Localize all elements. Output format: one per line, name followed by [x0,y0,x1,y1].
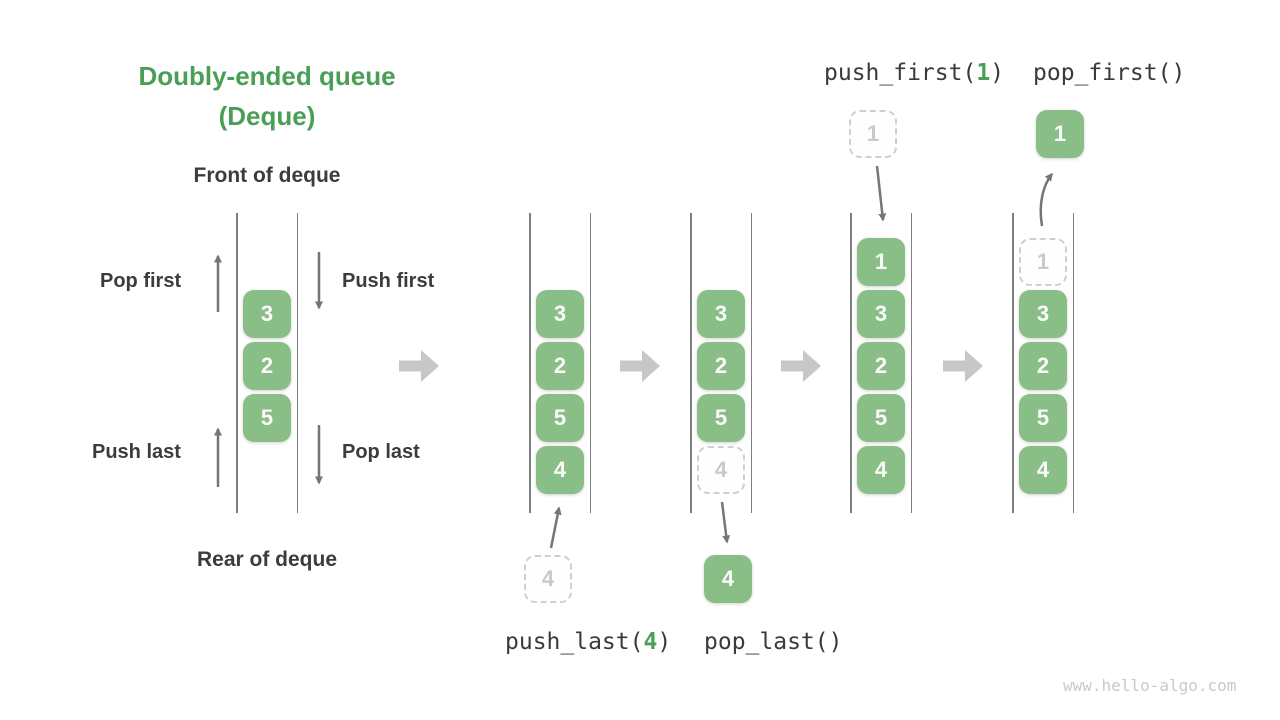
call-arg: 1 [976,60,991,86]
deque-rail [850,213,852,513]
deque-rail [236,213,238,513]
queue-cell: 3 [243,290,291,338]
push-last-item-ghost: 4 [524,555,572,603]
front-of-deque-label: Front of deque [193,164,341,187]
deque-state-pop-last: 3 2 5 4 [690,213,752,513]
call-arg: 4 [643,629,658,655]
flow-arrow-icon-2 [620,350,660,382]
queue-cell: 5 [857,394,905,442]
push-first-call-label: push_first(1) [824,60,1004,86]
pop-last-call-label: pop_last() [704,629,843,655]
deque-rail [690,213,692,513]
push-first-label: Push first [342,270,435,292]
queue-cell: 5 [1019,394,1067,442]
pop-last-item: 4 [704,555,752,603]
queue-cell: 3 [1019,290,1067,338]
deque-state-push-last: 3 2 5 4 [529,213,591,513]
push-last-label: Push last [92,441,181,463]
pop-first-call-label: pop_first() [1033,60,1186,86]
call-text: push_last( [505,629,644,655]
deque-state-push-first: 1 3 2 5 4 [850,213,912,513]
queue-cell: 1 [857,238,905,286]
queue-cell: 2 [536,342,584,390]
queue-cell: 3 [697,290,745,338]
queue-cell: 2 [697,342,745,390]
queue-cell-ghost: 4 [697,446,745,494]
flow-arrow-icon-4 [943,350,983,382]
deque-rail [910,213,912,513]
call-text: push_first( [824,60,977,86]
queue-cell: 4 [536,446,584,494]
queue-cell: 2 [243,342,291,390]
deque-rail [750,213,752,513]
queue-cell: 5 [536,394,584,442]
deque-state-initial: 3 2 5 [236,213,298,513]
watermark: www.hello-algo.com [1063,676,1237,695]
push-first-insert-arrow-icon [875,165,887,222]
deque-rail [1072,213,1074,513]
pop-first-item: 1 [1036,110,1084,158]
title-line-1: Doubly-ended queue [138,61,396,91]
queue-cell: 3 [857,290,905,338]
call-text: ) [657,629,672,655]
pop-last-label: Pop last [342,441,420,463]
title-line-2: (Deque) [218,101,316,131]
queue-cell: 5 [697,394,745,442]
queue-cell: 2 [1019,342,1067,390]
pop-first-label: Pop first [100,270,182,292]
queue-cell: 4 [857,446,905,494]
rear-of-deque-label: Rear of deque [196,548,338,571]
push-last-call-label: push_last(4) [505,629,671,655]
deque-rail [589,213,591,513]
queue-cell: 5 [243,394,291,442]
push-last-insert-arrow-icon [549,506,562,549]
queue-cell: 2 [857,342,905,390]
queue-cell: 3 [536,290,584,338]
deque-rail [1012,213,1014,513]
push-first-item-ghost: 1 [849,110,897,158]
queue-cell: 4 [1019,446,1067,494]
deque-rail [529,213,531,513]
flow-arrow-icon-1 [399,350,439,382]
deque-rail [296,213,298,513]
page-title: Doubly-ended queue (Deque) [97,56,437,136]
flow-arrow-icon-3 [781,350,821,382]
call-text: ) [990,60,1005,86]
deque-state-pop-first: 1 3 2 5 4 [1012,213,1074,513]
queue-cell-ghost: 1 [1019,238,1067,286]
